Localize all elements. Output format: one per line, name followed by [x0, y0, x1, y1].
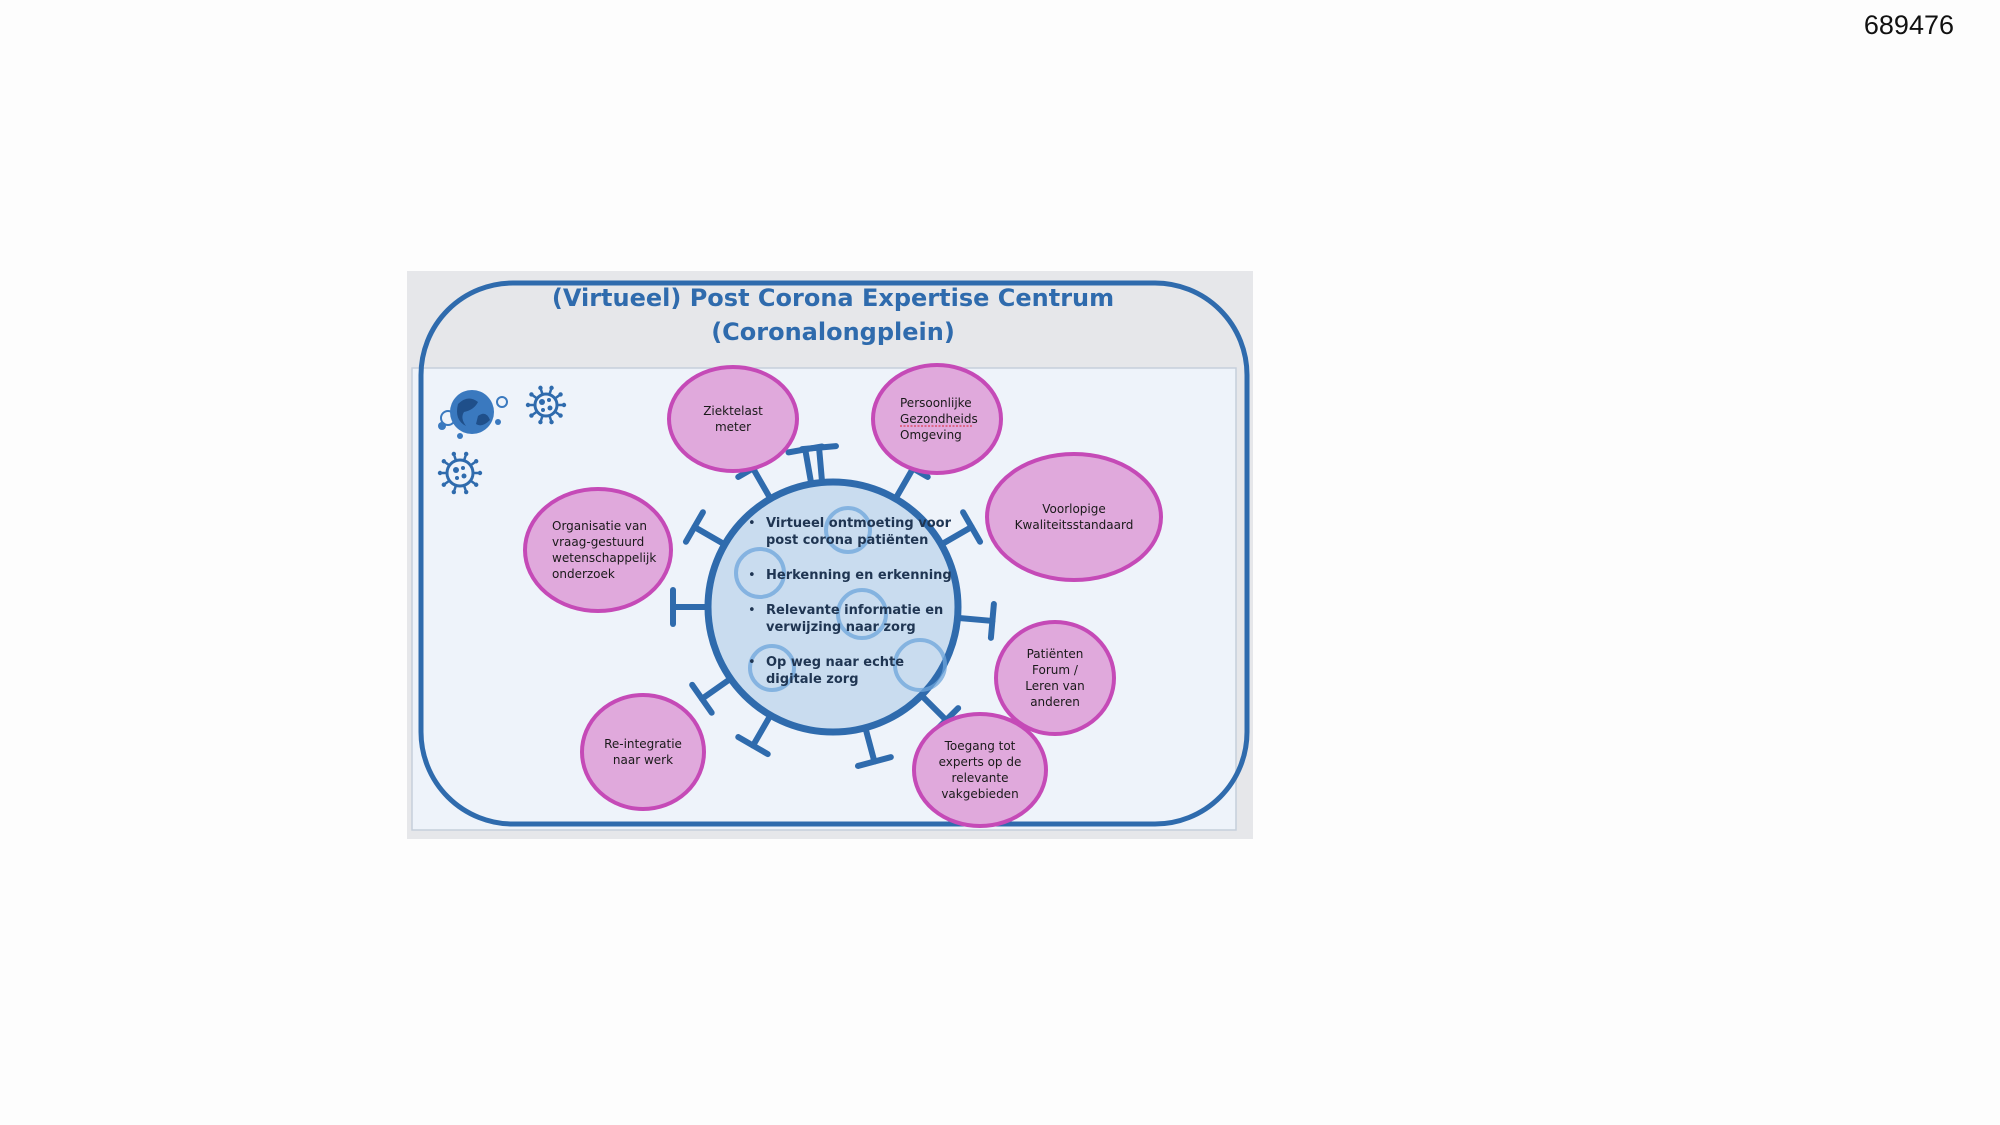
virus-icon [437, 451, 483, 495]
node-label-line: relevante [952, 771, 1009, 785]
core-rings [734, 506, 947, 692]
node-label-line: Leren van [1025, 679, 1084, 693]
node-label-line: Voorlopige [1042, 502, 1106, 516]
node-label-line: Toegang tot [944, 739, 1016, 753]
core-bullet-list: • Virtueel ontmoeting voor post corona pat… [748, 516, 952, 687]
node-ellipse [994, 620, 1116, 736]
virus-spikes [670, 443, 997, 769]
core-item-line: post corona patiënten [766, 533, 928, 548]
core-item-line: Relevante informatie en [766, 603, 943, 618]
spike-stem [892, 465, 916, 502]
globe-virus-icon [438, 390, 508, 439]
spike-stem [918, 692, 950, 724]
node-label-line: wetenschappelijk [552, 551, 656, 565]
node-ellipse [523, 487, 673, 613]
spike-stem [691, 524, 728, 548]
node-ellipse [667, 365, 799, 473]
node-ellipse [985, 452, 1163, 582]
spike-cap [682, 509, 706, 545]
title-line-2: (Coronalongplein) [711, 318, 955, 346]
node-label-line: Ziektelast [703, 404, 763, 418]
bullet-dot: • [748, 568, 756, 583]
spike-stem [698, 675, 734, 702]
node-label-line: Gezondheids [900, 412, 978, 426]
node-ziektelast: Ziektelast meter [667, 365, 799, 473]
core-item-line: Herkenning en erkenning [766, 568, 952, 583]
outer-frame [418, 280, 1250, 827]
spike-cap [689, 681, 715, 716]
node-label-line: onderzoek [552, 567, 615, 581]
node-ellipse [912, 712, 1048, 828]
spike-stem [938, 524, 975, 548]
node-label-line: Re-integratie [604, 737, 682, 751]
spike-stem [954, 614, 996, 624]
bullet-dot: • [748, 603, 756, 618]
spike-stem [802, 446, 815, 487]
core-item-line: Op weg naar echte [766, 655, 904, 670]
spike-cap [854, 754, 894, 769]
spike-stem [816, 444, 826, 486]
bullet-dot: • [748, 516, 756, 531]
node-label-line: vraag-gestuurd [552, 535, 644, 549]
core-item-line: digitale zorg [766, 672, 859, 687]
node-label-line: experts op de [939, 755, 1022, 769]
spike-stem [862, 724, 878, 765]
page-number: 689476 [1863, 10, 1954, 40]
node-label-line: meter [715, 420, 751, 434]
node-label-line: Persoonlijke [900, 396, 972, 410]
node-reintegratie: Re-integratie naar werk [580, 693, 706, 811]
spike-cap [735, 734, 771, 758]
spike-stem [750, 465, 774, 502]
core-item-line: verwijzing naar zorg [766, 620, 916, 635]
node-label-line: naar werk [613, 753, 673, 767]
bullet-dot: • [748, 655, 756, 670]
core-item-line: Virtueel ontmoeting voor [766, 516, 952, 531]
virus-icon [525, 385, 567, 425]
node-label-line: vakgebieden [941, 787, 1018, 801]
spike-cap [799, 443, 839, 453]
node-ellipse [580, 693, 706, 811]
spike-cap [987, 601, 997, 641]
title-line-1: (Virtueel) Post Corona Expertise Centrum [552, 284, 1114, 312]
node-label-line: Organisatie van [552, 519, 647, 533]
node-ellipse [871, 363, 1003, 475]
node-label-line: Patiënten [1027, 647, 1084, 661]
node-label-line: Kwaliteitsstandaard [1015, 518, 1134, 532]
spike-cap [960, 509, 984, 545]
node-label-line: anderen [1030, 695, 1080, 709]
node-experts: Toegang tot experts op de relevante vakgebi… [912, 712, 1048, 828]
node-label-line: Forum / [1032, 663, 1079, 677]
node-group: Ziektelast meter PersoonlijkeGezondheidsOm… [523, 363, 1163, 828]
spike-stem [750, 712, 774, 749]
node-onderzoek: Organisatie van vraag-gestuurd wetenschapp… [523, 487, 673, 613]
node-label-line: Omgeving [900, 428, 962, 442]
